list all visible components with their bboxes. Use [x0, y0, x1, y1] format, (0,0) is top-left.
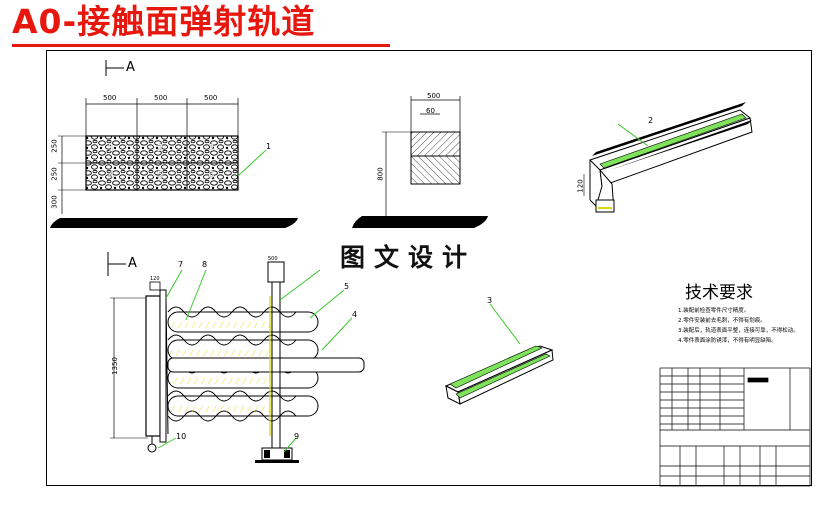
dim-width-3: 500 [204, 94, 218, 102]
callout-9: 9 [294, 432, 300, 441]
callout-8: 8 [202, 260, 208, 269]
dim-width-2: 500 [154, 94, 168, 102]
rail-part-view [444, 303, 554, 405]
tech-requirement-line-3: 3.装配后，轨道表面平整，连接可靠，不得松动。 [678, 328, 799, 334]
dim-height-1: 250 [50, 139, 59, 153]
callout-5: 5 [344, 282, 350, 291]
dim-height-3: 300 [50, 195, 59, 209]
block-label-6: 6 [208, 170, 215, 181]
block-label-5: 5 [157, 170, 164, 181]
front-elevation-view [107, 252, 365, 463]
dim-iso-height: 120 [576, 179, 585, 193]
dim-section-height: 800 [376, 167, 385, 181]
block-label-1: 1 [108, 143, 115, 154]
drawing-sheet-border [46, 50, 812, 486]
section-label-a-top: A [126, 60, 135, 75]
callout-10: 10 [176, 432, 187, 441]
dim-motor-top: 500 [268, 256, 278, 262]
dim-section-width: 500 [427, 92, 441, 100]
title-block [659, 367, 811, 487]
callout-2: 2 [648, 116, 654, 125]
callout-4: 4 [352, 310, 358, 319]
block-label-2: 2 [157, 143, 164, 154]
block-label-3: 3 [208, 143, 215, 154]
title-underline [12, 44, 390, 47]
dim-front-height: 1350 [110, 357, 119, 375]
dim-width-1: 500 [103, 94, 117, 102]
tech-requirements-title: 技术要求 [685, 283, 753, 303]
tech-requirement-line-1: 1.装配前检查零件尺寸精度。 [678, 308, 750, 314]
dim-section-inner: 60 [426, 107, 435, 115]
tech-requirement-line-4: 4.零件表面涂防锈漆，不得有明显缺陷。 [678, 338, 777, 344]
dim-front-top: 120 [150, 276, 160, 282]
dim-height-2: 250 [50, 167, 59, 181]
watermark-text: 图文设计 [340, 243, 477, 272]
side-section-view [352, 96, 488, 228]
callout-3: 3 [487, 296, 493, 305]
isometric-rail-view [583, 102, 753, 213]
section-a-top-view [50, 60, 298, 228]
page-title: A0-接触面弹射轨道 [12, 2, 316, 41]
block-label-4: 4 [108, 170, 115, 181]
tech-requirement-line-2: 2.零件安装前去毛刺，不得有划痕。 [678, 318, 766, 324]
callout-7: 7 [178, 260, 184, 269]
callout-1: 1 [266, 142, 272, 151]
section-label-a-bottom: A [128, 256, 137, 271]
